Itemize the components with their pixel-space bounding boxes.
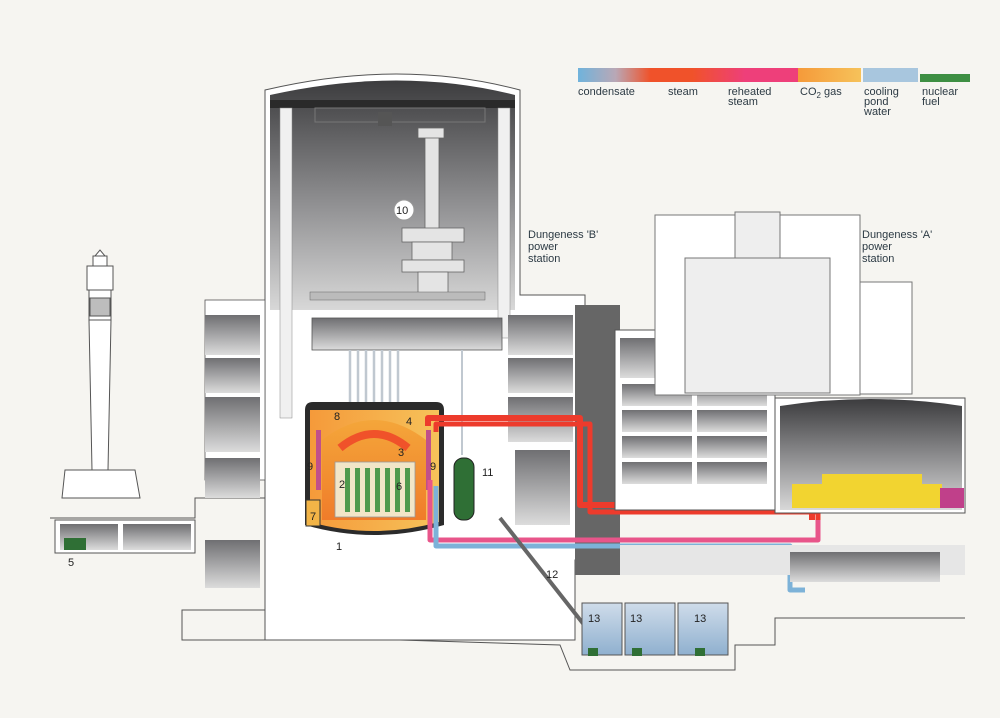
legend-label-reheated-1: reheated	[728, 86, 771, 98]
dungeness-a-building	[654, 211, 913, 396]
callout-6: 6	[396, 481, 402, 493]
legend-label-cooling-3: water	[863, 106, 891, 118]
charge-hall	[270, 80, 515, 310]
callout-13-a: 13	[588, 613, 600, 625]
lighthouse	[61, 249, 141, 499]
legend-label-condensate: condensate	[578, 86, 635, 98]
reactor-building	[204, 73, 620, 641]
svg-text:power: power	[862, 241, 892, 253]
legend-label-fuel-1: nuclear	[922, 86, 958, 98]
station-b-label: Dungeness 'B' power station	[528, 229, 598, 265]
callout-10: 10	[396, 205, 408, 217]
callout-5: 5	[68, 557, 74, 569]
fuel-flask	[453, 457, 475, 521]
generator-exciter	[940, 488, 964, 508]
svg-text:station: station	[862, 253, 894, 265]
legend-label-reheated-2: steam	[728, 96, 758, 108]
callout-3: 3	[398, 447, 404, 459]
legend: condensate steam reheated steam CO2 gas …	[578, 68, 970, 118]
callout-10-marker	[393, 199, 415, 221]
legend-label-fuel-2: fuel	[922, 96, 940, 108]
reactor-vessel	[305, 402, 444, 535]
legend-label-co2: CO2 gas	[800, 86, 842, 100]
callout-4: 4	[406, 416, 412, 428]
condenser	[790, 552, 940, 582]
site-outline	[50, 497, 965, 671]
callout-12: 12	[546, 569, 558, 581]
station-a-label: Dungeness 'A' power station	[862, 229, 932, 265]
svg-text:power: power	[528, 241, 558, 253]
legend-gradient-steam	[578, 68, 798, 82]
callouts: 1 2 3 4 5 6 7 8 9 9 10 11 12 13 13 13	[68, 199, 706, 625]
crane-trolley	[378, 112, 392, 126]
gas-circulator	[305, 499, 321, 527]
callout-13-c: 13	[694, 613, 706, 625]
legend-label-steam: steam	[668, 86, 698, 98]
callout-13-b: 13	[630, 613, 642, 625]
legend-swatch-fuel	[920, 74, 970, 82]
legend-swatch-co2	[798, 68, 861, 82]
charge-machine	[401, 127, 465, 295]
fuel-channels	[345, 468, 410, 512]
callout-11: 11	[482, 467, 493, 479]
callout-9-left: 9	[307, 461, 313, 473]
callout-8: 8	[334, 411, 340, 423]
svg-text:Dungeness 'A': Dungeness 'A'	[862, 229, 932, 241]
fuel-chute	[498, 516, 598, 642]
callout-9-right: 9	[430, 461, 436, 473]
legend-label-cooling-1: cooling	[864, 86, 899, 98]
svg-text:station: station	[528, 253, 560, 265]
cooling-ponds	[581, 602, 729, 656]
turbine-generator	[792, 484, 942, 508]
callout-2: 2	[339, 479, 345, 491]
callout-1: 1	[336, 541, 342, 553]
callout-7: 7	[310, 511, 316, 523]
legend-swatch-cooling	[863, 68, 918, 82]
boiler-left	[316, 430, 321, 490]
fuel-store	[64, 538, 86, 550]
svg-text:Dungeness 'B': Dungeness 'B'	[528, 229, 598, 241]
boiler-right	[426, 430, 431, 490]
legend-label-cooling-2: pond	[864, 96, 888, 108]
